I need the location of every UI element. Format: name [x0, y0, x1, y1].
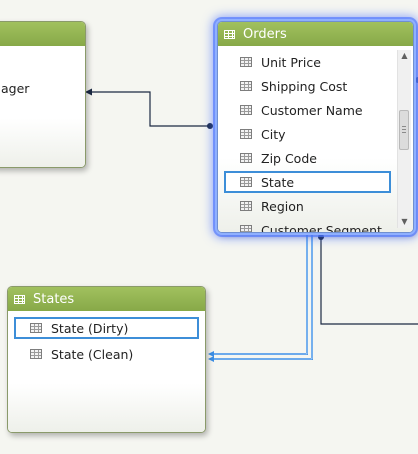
- column-grid-icon: [240, 225, 252, 232]
- field-label: Shipping Cost: [261, 78, 348, 94]
- left-table-body: [0, 46, 85, 167]
- column-grid-icon: [30, 323, 42, 333]
- field-label: Unit Price: [261, 54, 321, 70]
- field-state-dirty[interactable]: State (Dirty): [14, 317, 199, 339]
- field-label: Customer Name: [261, 102, 363, 118]
- column-grid-icon: [240, 81, 252, 91]
- column-grid-icon: [240, 153, 252, 163]
- field-unit-price[interactable]: Unit Price: [224, 51, 384, 73]
- orders-scrollbar[interactable]: ▲ ▼: [397, 50, 411, 228]
- column-grid-icon: [240, 105, 252, 115]
- scroll-thumb[interactable]: [399, 110, 409, 150]
- table-grid-icon: [14, 294, 25, 304]
- field-region[interactable]: Region: [224, 195, 384, 217]
- field-customer-segment[interactable]: Customer Segment: [224, 219, 384, 232]
- field-shipping-cost[interactable]: Shipping Cost: [224, 75, 384, 97]
- relationship-endpoint-dot: [415, 77, 418, 83]
- column-grid-icon: [240, 57, 252, 67]
- relationship-line-orders-to-right[interactable]: [320, 238, 418, 325]
- field-customer-name[interactable]: Customer Name: [224, 99, 384, 121]
- field-label: Customer Segment: [261, 222, 382, 233]
- relationship-endpoint-dot: [318, 234, 324, 240]
- field-state-clean[interactable]: State (Clean): [14, 343, 133, 365]
- field-label: State (Dirty): [51, 320, 129, 336]
- states-table-title: States: [33, 291, 75, 307]
- relationship-line-orders-to-left-table[interactable]: [91, 91, 210, 127]
- orders-field-list: Unit Price Shipping Cost Customer Name C…: [218, 46, 413, 232]
- scroll-up-arrow-icon[interactable]: ▲: [401, 51, 408, 60]
- states-table-header[interactable]: States: [8, 287, 205, 311]
- field-label: State: [261, 174, 295, 190]
- column-grid-icon: [240, 129, 252, 139]
- field-label: Zip Code: [261, 150, 317, 166]
- orders-table-card[interactable]: Orders Unit Price Shipping Cost Customer…: [217, 21, 414, 233]
- active-relationship-states[interactable]: [208, 234, 313, 362]
- states-field-list: State (Dirty) State (Clean): [8, 311, 205, 432]
- relationship-endpoint-dot: [207, 123, 213, 129]
- left-table-header[interactable]: [0, 22, 85, 46]
- column-grid-icon: [30, 349, 42, 359]
- left-table-field-fragment[interactable]: ager: [1, 81, 30, 96]
- column-grid-icon: [240, 177, 252, 187]
- column-grid-icon: [240, 201, 252, 211]
- field-city[interactable]: City: [224, 123, 384, 145]
- scroll-down-arrow-icon[interactable]: ▼: [401, 217, 408, 226]
- field-label: State (Clean): [51, 346, 134, 362]
- left-table-card[interactable]: ager: [0, 21, 86, 168]
- table-grid-icon: [224, 29, 235, 39]
- field-state[interactable]: State: [224, 171, 391, 193]
- relationship-arrow-head: [85, 88, 92, 96]
- field-label: City: [261, 126, 286, 142]
- field-zip-code[interactable]: Zip Code: [224, 147, 384, 169]
- states-table-card[interactable]: States State (Dirty) State (Clean): [7, 286, 206, 433]
- orders-table-title: Orders: [243, 26, 287, 42]
- orders-table-header[interactable]: Orders: [218, 22, 413, 46]
- field-label: Region: [261, 198, 304, 214]
